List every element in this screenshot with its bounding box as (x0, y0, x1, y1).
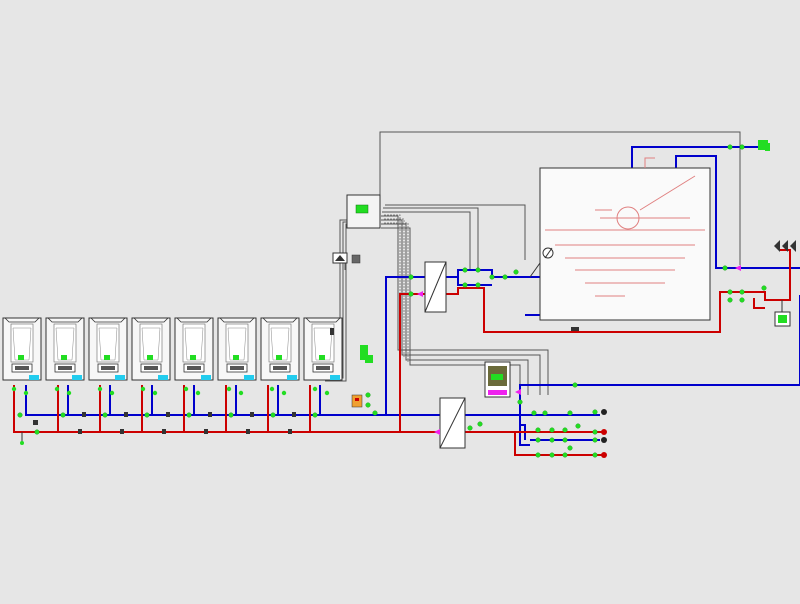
supply-piping (13, 249, 791, 456)
valve-marker (549, 452, 555, 458)
drain-valve (20, 420, 38, 445)
valve-marker (144, 412, 150, 418)
sensor-icon (332, 252, 361, 264)
valve-marker (270, 412, 276, 418)
valve-marker (34, 429, 40, 435)
pump-marker (434, 429, 440, 435)
boiler-unit[interactable] (131, 317, 171, 396)
valve-marker (502, 274, 508, 280)
pressure-gauge (351, 394, 363, 408)
valve-marker (489, 274, 495, 280)
valve-marker (60, 412, 66, 418)
valve-marker (535, 452, 541, 458)
valve-marker (542, 410, 548, 416)
valve-marker (562, 437, 568, 443)
valve-marker (186, 412, 192, 418)
plate-heat-exchanger-lower[interactable] (439, 397, 466, 449)
boiler-unit[interactable] (88, 317, 128, 396)
valve-marker (592, 452, 598, 458)
boiler-unit[interactable] (303, 317, 343, 396)
valve-marker (513, 269, 519, 275)
valve-marker (549, 427, 555, 433)
valve-marker (739, 289, 745, 295)
valve-marker (372, 410, 378, 416)
valve-marker (567, 445, 573, 451)
valve-marker (312, 412, 318, 418)
boiler-unit[interactable] (174, 317, 214, 396)
valve-marker (535, 427, 541, 433)
pump-marker (417, 291, 423, 297)
valve-marker (517, 399, 523, 405)
valve-marker (562, 427, 568, 433)
valve-marker (17, 412, 23, 418)
valve-marker (467, 425, 473, 431)
valve-marker (727, 289, 733, 295)
return-piping (25, 146, 800, 446)
valve-marker (592, 409, 598, 415)
boiler-unit[interactable] (217, 317, 257, 396)
valve-marker (462, 267, 468, 273)
control-panel[interactable] (346, 194, 381, 229)
green-controller-blocks (360, 140, 770, 363)
valve-marker (727, 297, 733, 303)
valve-marker (592, 437, 598, 443)
plate-heat-exchanger-upper[interactable] (424, 261, 447, 313)
valve-marker (102, 412, 108, 418)
expansion-vessel[interactable] (774, 300, 791, 327)
valve-marker (228, 412, 234, 418)
outlet-markers (601, 240, 796, 458)
header-fittings (78, 328, 334, 434)
control-wiring-dashed (384, 214, 409, 362)
valve-marker (722, 265, 728, 271)
hot-water-controller[interactable] (484, 361, 511, 398)
valve-marker (567, 410, 573, 416)
valve-marker (739, 297, 745, 303)
valve-marker (572, 382, 578, 388)
valve-marker (739, 144, 745, 150)
pump-marker (735, 265, 741, 271)
valve-marker (475, 282, 481, 288)
valve-marker (365, 402, 371, 408)
valve-marker (535, 437, 541, 443)
pump-marker (515, 389, 521, 395)
pipe-components (17, 144, 767, 458)
boiler-unit[interactable] (260, 317, 300, 396)
valve-marker (475, 267, 481, 273)
valve-marker (575, 423, 581, 429)
valve-marker (408, 274, 414, 280)
boiler-unit[interactable] (2, 317, 42, 396)
valve-marker (592, 429, 598, 435)
boiler-bank (2, 317, 343, 396)
valve-marker (531, 410, 537, 416)
valve-marker (477, 421, 483, 427)
valve-marker (549, 437, 555, 443)
valve-marker (761, 285, 767, 291)
storage-tank[interactable] (529, 157, 711, 331)
valve-marker (727, 144, 733, 150)
valve-marker (562, 452, 568, 458)
valve-marker (462, 282, 468, 288)
valve-marker (408, 291, 414, 297)
valve-marker (365, 392, 371, 398)
boiler-unit[interactable] (45, 317, 85, 396)
